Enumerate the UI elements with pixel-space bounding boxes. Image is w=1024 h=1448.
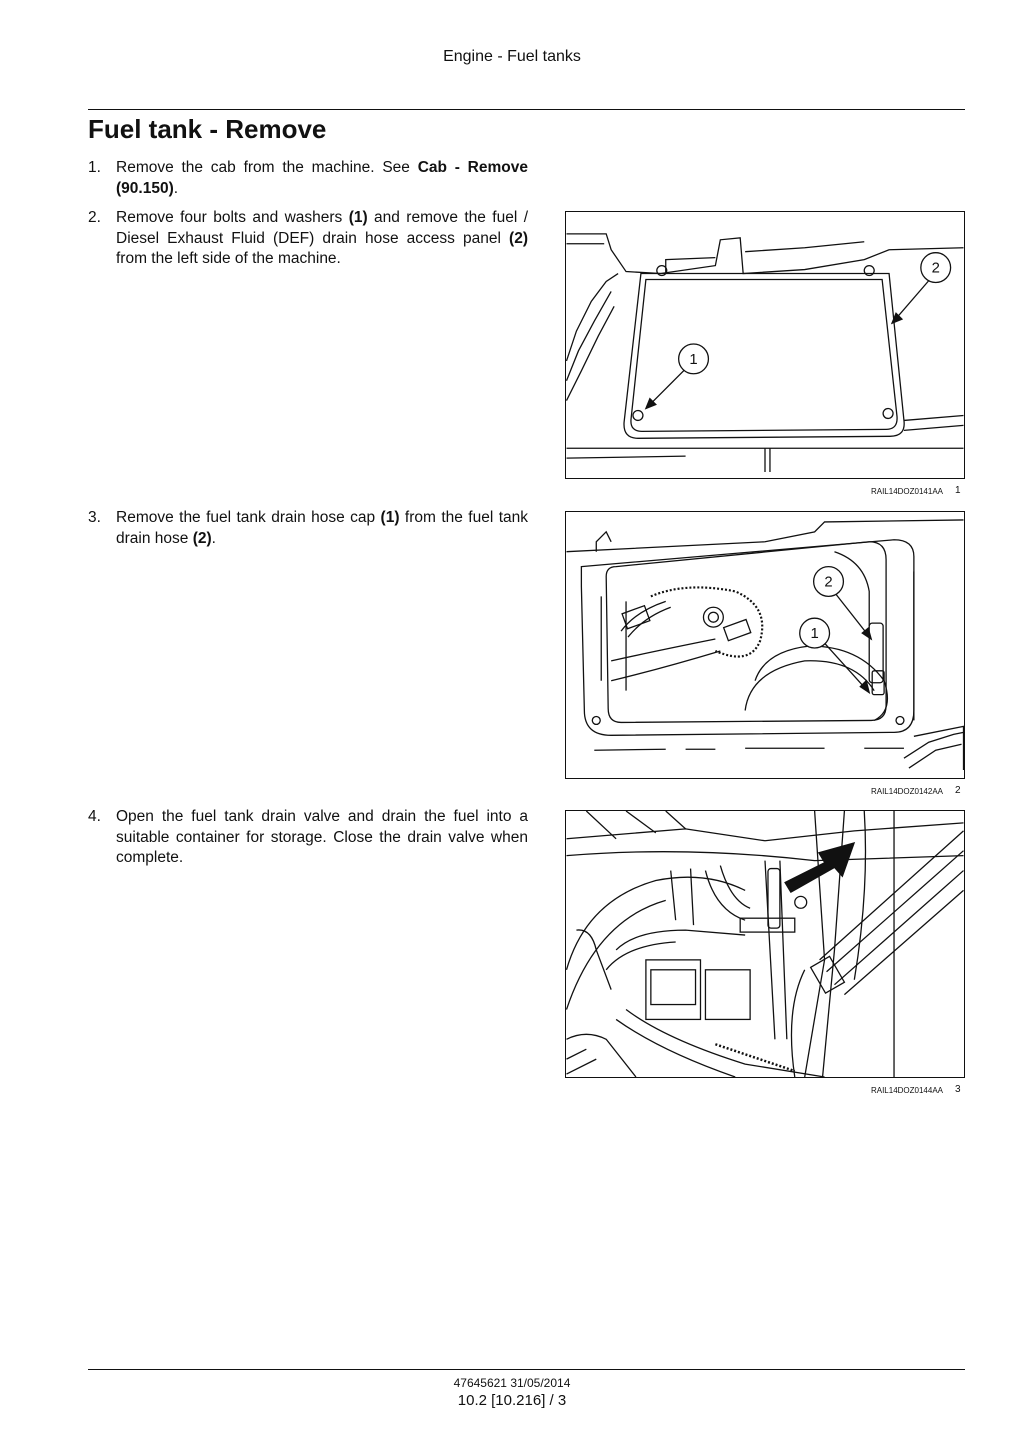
drain-valve-drawing	[566, 811, 964, 1077]
step-number: 2.	[88, 209, 101, 226]
access-panel-drawing: 1 2	[566, 233, 964, 473]
figure-code: RAIL14DOZ0142AA	[870, 787, 943, 796]
figure-code: RAIL14DOZ0144AA	[870, 1086, 943, 1095]
step-2: 2. Remove four bolts and washers (1) and…	[88, 208, 528, 270]
figure-number: 3	[955, 1084, 961, 1095]
callout-ref: (2)	[192, 529, 212, 547]
figure-number: 2	[955, 785, 961, 796]
step-text: Remove the cab from the machine. See	[116, 159, 418, 176]
step-text: from the fuel tank drain hose	[116, 509, 529, 547]
section-header: Engine - Fuel tanks	[443, 48, 581, 65]
callout-ref: (1)	[380, 509, 400, 526]
figure-2-illustration: 2 1	[565, 511, 965, 779]
step-text: Open the fuel tank drain valve and drain…	[116, 808, 528, 866]
drain-hose-drawing: 2 1	[566, 519, 964, 771]
callout-label: 1	[689, 352, 697, 368]
step-text: .	[211, 529, 216, 547]
callout-ref: (1)	[348, 209, 368, 226]
step-text: Remove four bolts and washers	[116, 209, 349, 226]
header-rule	[88, 109, 965, 110]
figure-code: RAIL14DOZ0141AA	[870, 487, 943, 496]
step-number: 4.	[88, 808, 101, 825]
figure-1-illustration: 1 2	[565, 211, 965, 479]
step-number: 1.	[88, 159, 101, 176]
page-reference: 10.2 [10.216] / 3	[457, 1392, 567, 1409]
step-1: 1. Remove the cab from the machine. See …	[88, 158, 528, 199]
step-text: from the left side of the machine.	[116, 250, 341, 267]
callout-label: 1	[810, 626, 818, 642]
callout-label: 2	[824, 574, 832, 590]
step-text: Remove the fuel tank drain hose cap	[116, 509, 381, 526]
step-number: 3.	[88, 509, 101, 526]
step-text: .	[173, 179, 179, 197]
step-3: 3. Remove the fuel tank drain hose cap (…	[88, 508, 528, 549]
callout-ref: (2)	[509, 229, 528, 247]
cross-reference-link[interactable]: Cab - Remove (90.150)	[116, 159, 528, 197]
document-code: 47645621 31/05/2014	[453, 1376, 571, 1390]
step-4: 4. Open the fuel tank drain valve and dr…	[88, 807, 528, 869]
page-title: Fuel tank - Remove	[88, 114, 327, 144]
figure-3-illustration	[565, 810, 965, 1078]
figure-number: 1	[955, 485, 961, 496]
step-text: and remove the fuel / Diesel Exhaust Flu…	[116, 209, 528, 247]
callout-label: 2	[932, 261, 940, 277]
footer-rule	[88, 1369, 965, 1370]
